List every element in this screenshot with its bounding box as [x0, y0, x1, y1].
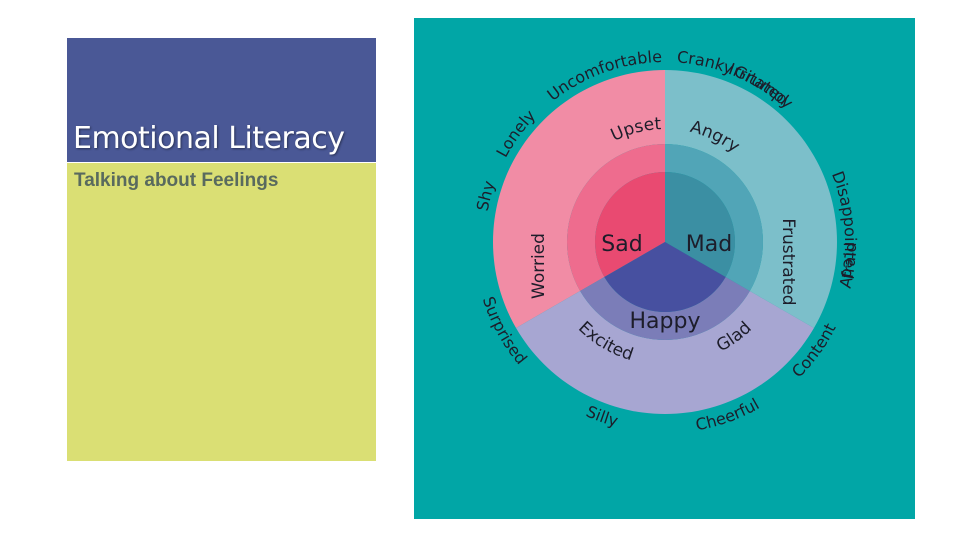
mad-outer-ring-sector	[665, 70, 837, 328]
outer-label-shy: Shy	[473, 178, 499, 212]
core-label-sad: Sad	[601, 232, 642, 257]
feelings-wheel: Sad Mad Happy Upset Angry Worried Frustr…	[473, 47, 860, 434]
sad-outer-ring-sector	[493, 70, 665, 328]
middle-label-frustrated: Frustrated	[778, 218, 798, 305]
happy-outer-ring-sector	[516, 291, 814, 414]
middle-label-worried: Worried	[529, 233, 549, 299]
slide-title: Emotional Literacy	[73, 121, 345, 156]
wheel-sectors	[493, 70, 837, 414]
sad-middle-ring-sector	[567, 144, 665, 291]
title-banner: Emotional Literacy	[67, 38, 376, 162]
mad-core-sector	[665, 172, 735, 277]
slide-subtitle: Talking about Feelings	[74, 170, 279, 191]
mad-middle-ring-sector	[665, 144, 763, 291]
core-label-mad: Mad	[686, 232, 732, 257]
happy-middle-ring-sector	[580, 277, 750, 340]
sad-core-sector	[595, 172, 665, 277]
feelings-wheel-panel: Sad Mad Happy Upset Angry Worried Frustr…	[414, 18, 915, 519]
core-label-happy: Happy	[630, 309, 701, 334]
subtitle-panel: Talking about Feelings	[67, 163, 376, 461]
